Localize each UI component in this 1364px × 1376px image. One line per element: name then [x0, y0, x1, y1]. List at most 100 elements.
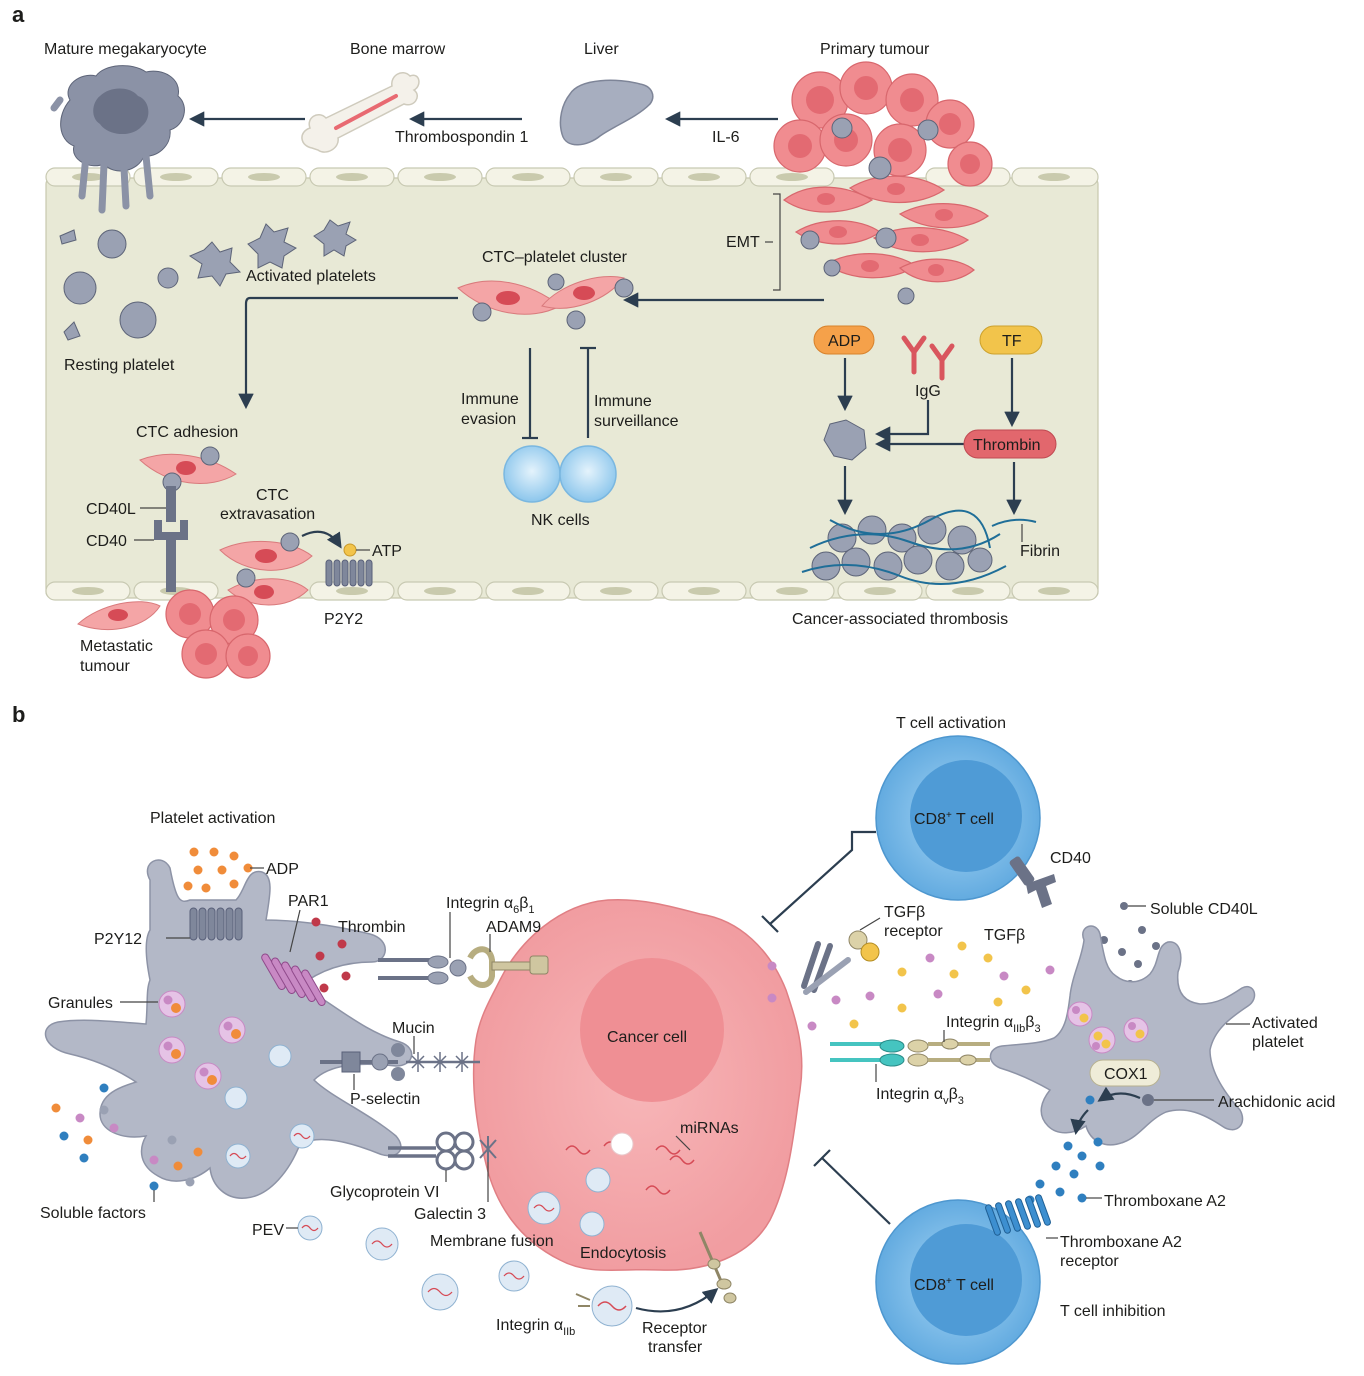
integrin-avb3-label: Integrin αvβ3 [876, 1086, 964, 1107]
t-cell-activation-inhibit-bar [761, 915, 779, 933]
activated-platelet-label-2: platelet [1252, 1034, 1304, 1051]
receptor-transfer-icon [698, 1231, 737, 1304]
integrin-aiib-vesicle [575, 1285, 633, 1327]
activated-platelet-granules [1067, 1001, 1149, 1054]
t-cell-activation-inhibit-line [769, 830, 876, 925]
adp-dots [183, 847, 253, 893]
membrane-fusion-mirna [533, 1204, 555, 1212]
integrin-a6b1-label: Integrin α6β1 [446, 895, 535, 916]
soluble-factors-dots [51, 1083, 203, 1191]
thromboxane-a2-label: Thromboxane A2 [1104, 1193, 1226, 1210]
granules-icon [158, 990, 246, 1090]
platelet-internal-vesicles [224, 1044, 292, 1110]
liver-icon [559, 79, 654, 146]
galectin3-label: Galectin 3 [414, 1206, 486, 1223]
endocytosis-vesicle [579, 1211, 605, 1237]
membrane-fusion-label: Membrane fusion [430, 1233, 554, 1250]
metastatic-tumour-icon [77, 589, 271, 679]
tgfb-receptor-label-2: receptor [884, 923, 943, 940]
p2y2-receptor-icon [325, 559, 373, 587]
thromboxane-a2-dots [1025, 1095, 1105, 1205]
cd40-label-b: CD40 [1050, 850, 1091, 867]
arrow-igg-to-platelet [874, 400, 930, 442]
thrombus-icon [801, 509, 1007, 585]
mucin-label: Mucin [392, 1020, 435, 1037]
t-cell-inhibition-inhibit-bar [813, 1149, 831, 1167]
pev-label: PEV [252, 1222, 284, 1239]
nk-cells-label: NK cells [531, 512, 590, 529]
bottom-endothelium [45, 581, 1099, 601]
cd8-t-cell-bottom: CD8+ T cell [875, 1199, 1041, 1365]
cd40l-label: CD40L [86, 501, 136, 518]
immune-surveillance-label-1: Immune [594, 393, 652, 410]
il6-label: IL-6 [712, 129, 740, 146]
arrow-cluster-to-adhesion [238, 296, 458, 410]
pev-mirna-squiggles [229, 1132, 525, 1297]
adam9-label: ADAM9 [486, 919, 541, 936]
soluble-factors-label: Soluble factors [40, 1205, 146, 1222]
integrin-aiib-b3-avb3-icon [830, 1038, 990, 1067]
cd8-t-cell-top: CD8+ T cell [875, 735, 1041, 901]
ctc-extravasation-label-1: CTC [256, 487, 289, 504]
igg-label: IgG [915, 383, 941, 400]
glycoprotein-vi-galectin3-icon [388, 1131, 497, 1171]
thrombin-badge: Thrombin [963, 429, 1057, 459]
immune-evasion-label-1: Immune [461, 391, 519, 408]
ctc-extravasation-cell [219, 532, 313, 606]
mirnas-leader [675, 1135, 691, 1151]
ctc-adhesion-cell [139, 446, 237, 492]
arachidonic-acid-icon [1142, 1094, 1154, 1106]
cd8-t-cell-bottom-label: CD8+ T cell [914, 1276, 994, 1294]
atp-label: ATP [372, 543, 402, 560]
adp-label-b: ADP [266, 861, 299, 878]
blood-vessel [45, 167, 1099, 601]
glycoprotein-vi-label: Glycoprotein VI [330, 1184, 439, 1201]
bone-marrow-label: Bone marrow [350, 41, 446, 58]
top-endothelium [45, 167, 1099, 187]
ctc-extravasation-label-2: extravasation [220, 506, 315, 523]
tf-badge-label: TF [1002, 333, 1022, 350]
integrin-a6b1-adam9-icon [378, 946, 549, 988]
immune-evasion-label-2: evasion [461, 411, 516, 428]
mature-megakaryocyte-label: Mature megakaryocyte [44, 41, 207, 58]
arrow-atp [301, 530, 342, 549]
thromboxane-a2-receptor-label-1: Thromboxane A2 [1060, 1234, 1182, 1251]
resting-platelet-label: Resting platelet [64, 357, 175, 374]
platelet-icon [823, 419, 867, 461]
cox1-badge: COX1 [1089, 1059, 1161, 1087]
immune-surveillance-label-2: surveillance [594, 413, 679, 430]
cancer-cell-label: Cancer cell [607, 1029, 687, 1046]
bone-icon [301, 72, 420, 153]
tgfb-receptor-leader [859, 917, 881, 931]
tgfb-dots [831, 941, 1055, 1029]
cd40-receptor-icon [1009, 856, 1056, 908]
cd40-label: CD40 [86, 533, 127, 550]
primary-tumour-label: Primary tumour [820, 41, 930, 58]
cancer-cell-tgfb-dots [767, 961, 817, 1031]
cox1-label: COX1 [1104, 1066, 1148, 1083]
liver-label: Liver [584, 41, 619, 58]
mirnas-label: miRNAs [680, 1120, 739, 1137]
cd40l-cd40-receptor [154, 486, 188, 592]
megakaryocyte-icon [50, 65, 185, 214]
p2y2-label: P2Y2 [324, 611, 363, 628]
metastatic-tumour-label-2: tumour [80, 658, 130, 675]
cd8-t-cell-top-label: CD8+ T cell [914, 810, 994, 828]
nk-cells-icon [503, 445, 617, 503]
ctc-platelet-cluster-label: CTC–platelet cluster [482, 249, 628, 266]
activated-platelet-label-1: Activated [1252, 1015, 1318, 1032]
thrombin-label-b: Thrombin [338, 919, 406, 936]
emt-label: EMT [726, 234, 760, 251]
par1-receptor-icon [261, 953, 326, 1007]
resting-platelets [59, 229, 179, 341]
thrombin-badge-label: Thrombin [973, 437, 1041, 454]
fibrin-label: Fibrin [1020, 543, 1060, 560]
cancer-associated-thrombosis-label: Cancer-associated thrombosis [792, 611, 1008, 628]
par1-label: PAR1 [288, 893, 329, 910]
par1-leader [289, 909, 301, 953]
arrow-arachidonic-acid [1097, 1086, 1141, 1102]
t-cell-inhibition-inhibit-line [821, 1157, 891, 1225]
cancer-cell [472, 898, 803, 1272]
activated-platelet-body [989, 925, 1256, 1146]
activated-platelets-label: Activated platelets [246, 268, 376, 285]
